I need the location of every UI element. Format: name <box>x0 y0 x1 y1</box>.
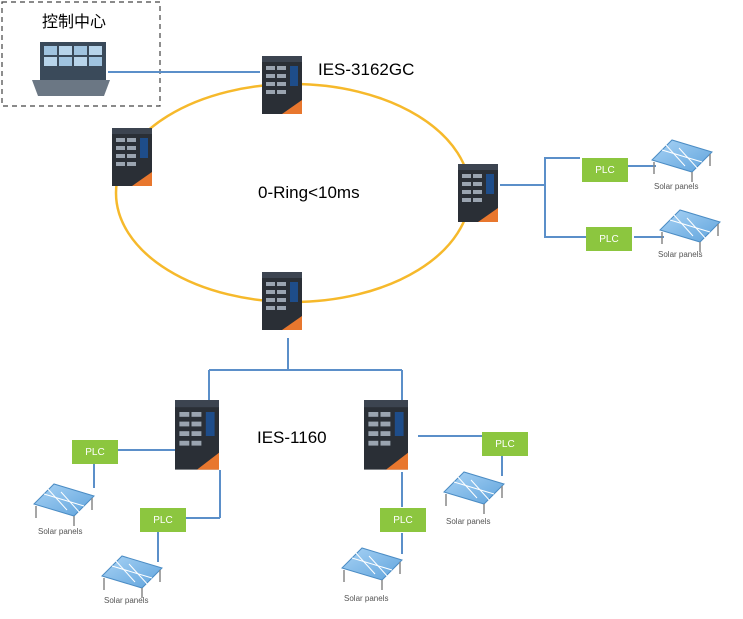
plc-box: PLC <box>582 158 628 182</box>
switch-edge-right-icon <box>364 400 409 470</box>
plc-box: PLC <box>380 508 426 532</box>
network-links <box>93 71 664 562</box>
control-center-title: 控制中心 <box>42 12 107 31</box>
switch-edge-left-icon <box>175 400 219 470</box>
core-switch-label: IES-3162GC <box>318 60 415 79</box>
switch-ring-left-icon <box>112 128 152 186</box>
solar-panel-icon <box>659 209 721 253</box>
solar-panel-label: Solar panels <box>654 182 699 191</box>
switch-ring-right-icon <box>458 164 498 222</box>
solar-panel-label: Solar panels <box>658 250 703 259</box>
solar-panel-label: Solar panels <box>344 594 389 603</box>
switch-core-icon <box>262 56 302 114</box>
ring-label: 0-Ring<10ms <box>258 183 360 202</box>
solar-panel-icon <box>101 555 163 599</box>
solar-panel-icon <box>443 471 505 515</box>
switch-ring-bottom-icon <box>262 272 302 330</box>
solar-panel-icon <box>341 547 403 591</box>
plc-box: PLC <box>482 432 528 456</box>
monitor-wall-icon <box>32 42 110 96</box>
plc-box: PLC <box>586 227 632 251</box>
plc-box: PLC <box>140 508 186 532</box>
solar-panel-label: Solar panels <box>104 596 149 605</box>
edge-switch-label: IES-1160 <box>257 428 327 447</box>
solar-panel-label: Solar panels <box>38 527 83 536</box>
solar-panel-label: Solar panels <box>446 517 491 526</box>
plc-box: PLC <box>72 440 118 464</box>
solar-panel-icon <box>651 139 713 183</box>
solar-panel-icon <box>33 483 95 527</box>
control-center-box <box>1 1 161 107</box>
